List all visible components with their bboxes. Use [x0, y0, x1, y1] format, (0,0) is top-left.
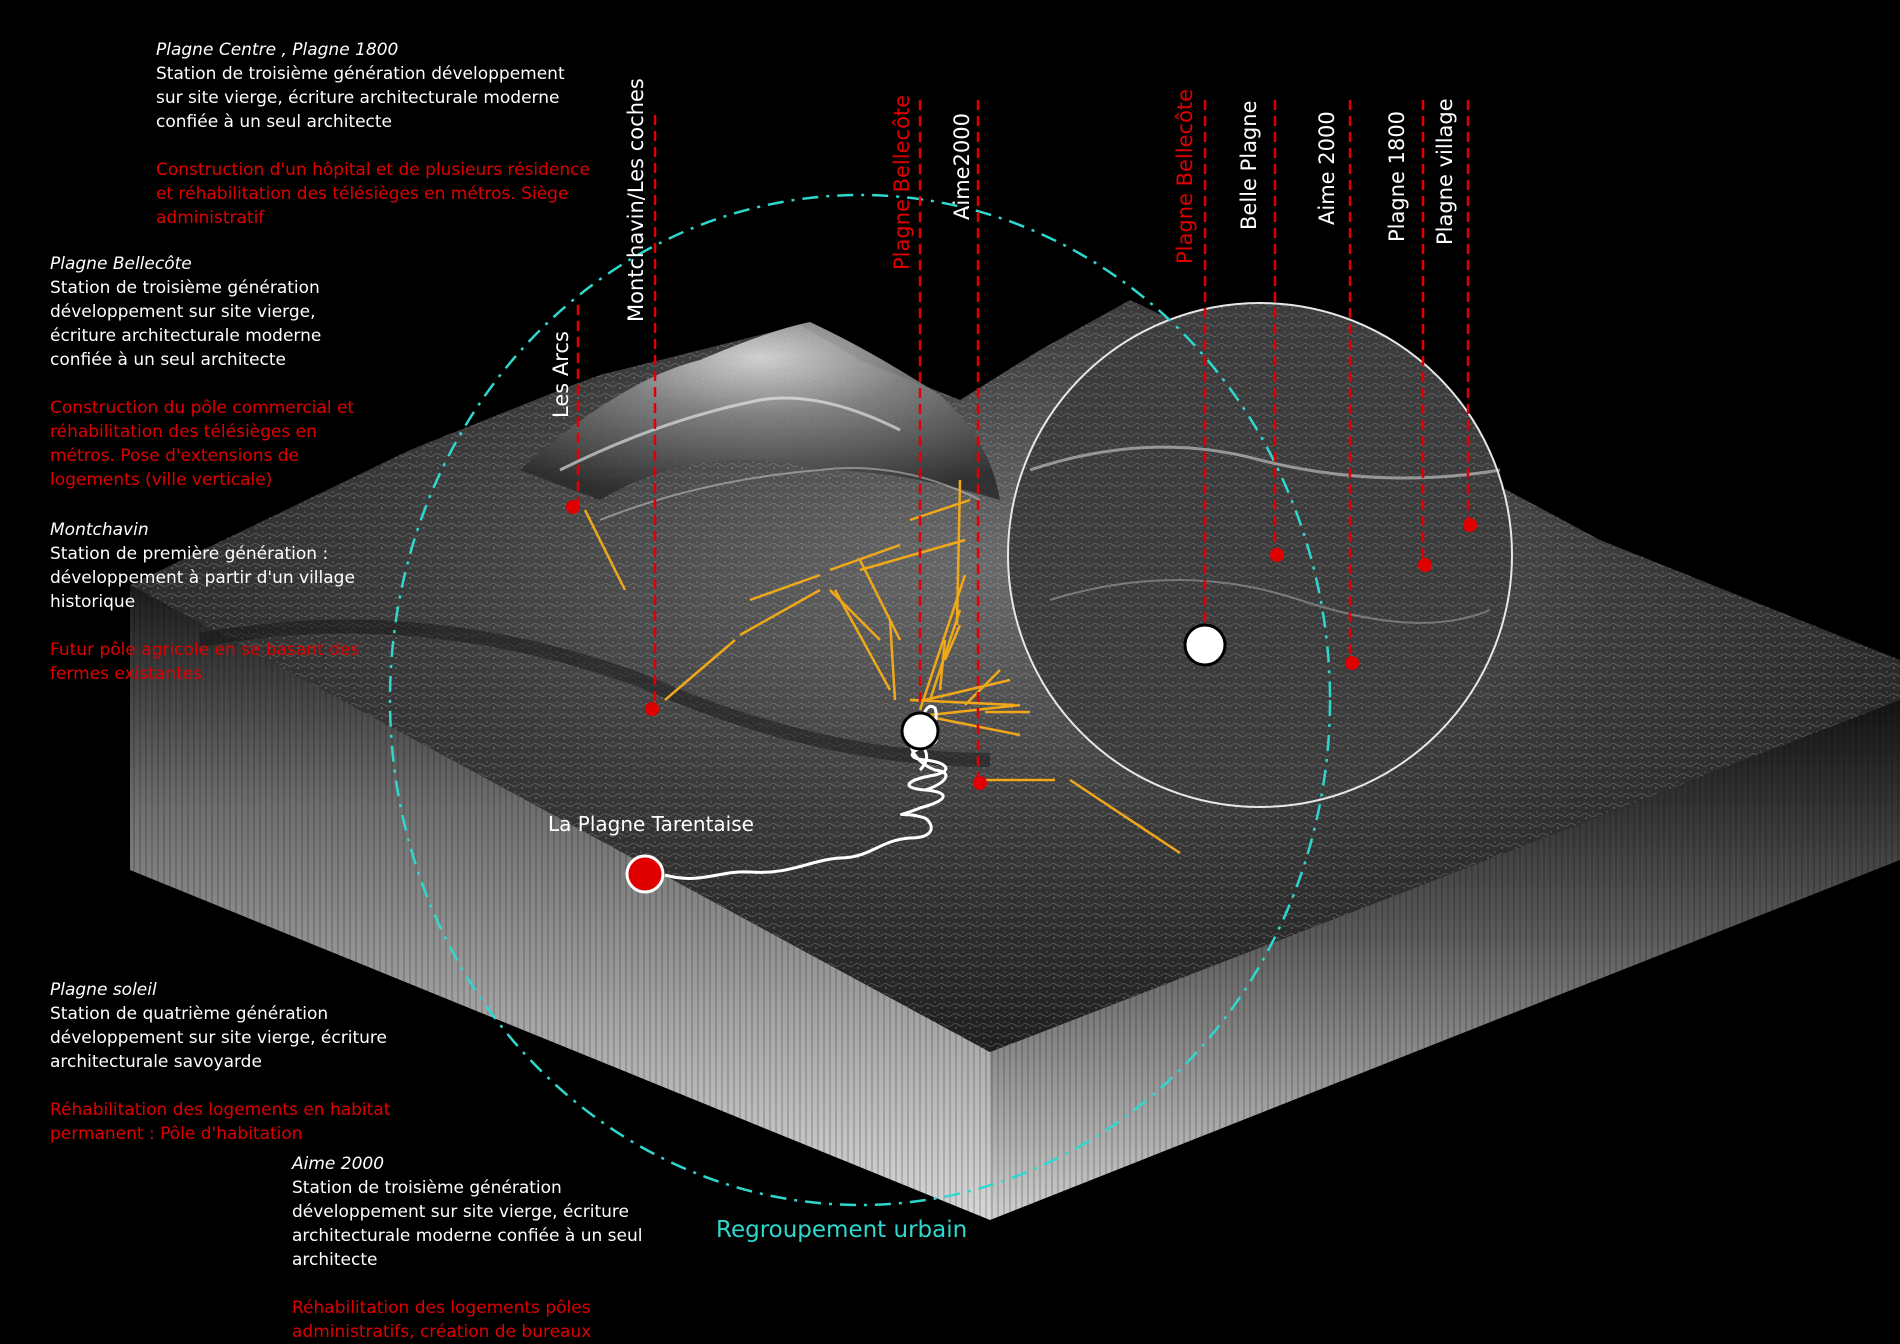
- origin-label: La Plagne Tarentaise: [548, 812, 754, 836]
- label-montchavin: Montchavin/Les coches: [624, 78, 648, 322]
- label-belle-plagne: Belle Plagne: [1237, 100, 1261, 230]
- note-description: Station de quatrième génération développ…: [50, 1004, 387, 1072]
- note-action: Construction d'un hôpital et de plusieur…: [156, 160, 590, 228]
- dot-plagne-village: [1463, 518, 1477, 532]
- block-side-right-texture: [990, 700, 1900, 1220]
- note-title: Montchavin: [50, 520, 149, 540]
- note-action: Réhabilitation des logements pôles admin…: [292, 1298, 592, 1342]
- label-les-arcs: Les Arcs: [549, 331, 573, 418]
- note-action: Futur pôle agricole en se basant des fer…: [50, 640, 360, 684]
- terrain-valley: [198, 619, 991, 767]
- label-plagne-bellecote-zoom: Plagne Bellecôte: [1173, 88, 1197, 264]
- note-title: Plagne Centre , Plagne 1800: [156, 40, 399, 60]
- label-plagne-1800: Plagne 1800: [1385, 110, 1409, 242]
- dot-aime2000: [973, 776, 987, 790]
- note-montchavin: Montchavin Station de première génératio…: [50, 518, 370, 686]
- mountain-ridge: [559, 396, 901, 472]
- note-plagne-bellecote: Plagne Bellecôte Station de troisième gé…: [50, 252, 380, 492]
- label-aime-2000-zoom: Aime 2000: [1315, 111, 1339, 225]
- mountain-ridge-2: [599, 467, 981, 521]
- block-side-left-texture: [130, 585, 990, 1220]
- note-action: Construction du pôle commercial et réhab…: [50, 398, 355, 490]
- note-description: Station de troisième génération développ…: [156, 64, 565, 132]
- yellow-links: [583, 479, 1181, 855]
- leader-lines: [576, 100, 1470, 780]
- note-description: Station de troisième génération développ…: [50, 278, 322, 370]
- note-aime-2000: Aime 2000 Station de troisième génératio…: [292, 1152, 692, 1344]
- dot-belle-plagne: [1270, 548, 1284, 562]
- dot-aime-2000-zoom: [1345, 656, 1359, 670]
- label-aime2000: Aime2000: [950, 112, 974, 220]
- label-plagne-bellecote: Plagne Bellecôte: [890, 94, 914, 270]
- hub-marker: [900, 711, 940, 751]
- zoom-lens-ridge: [1029, 445, 1501, 480]
- dot-plagne-1800: [1418, 558, 1432, 572]
- note-description: Station de troisième génération développ…: [292, 1178, 643, 1270]
- zoom-lens-texture: [1008, 303, 1512, 807]
- note-plagne-soleil: Plagne soleil Station de quatrième génér…: [50, 978, 440, 1146]
- note-title: Plagne Bellecôte: [50, 254, 192, 274]
- origin-marker: [625, 854, 665, 894]
- dot-montchavin: [645, 702, 659, 716]
- label-plagne-village: Plagne village: [1433, 98, 1457, 245]
- circle-label: Regroupement urbain: [716, 1217, 968, 1243]
- dot-les-arcs: [566, 500, 580, 514]
- note-title: Aime 2000: [292, 1154, 385, 1174]
- urban-grouping-circle: [388, 193, 1332, 1207]
- zoom-lens-ridge-2: [1049, 579, 1491, 624]
- station-dots: [566, 500, 1477, 790]
- hub-marker-zoom: [1183, 623, 1227, 667]
- note-action: Réhabilitation des logements en habitat …: [50, 1100, 391, 1144]
- note-title: Plagne soleil: [50, 980, 157, 1000]
- mountain-peak: [520, 322, 1000, 500]
- note-description: Station de première génération : dévelop…: [50, 544, 355, 612]
- note-plagne-centre: Plagne Centre , Plagne 1800 Station de t…: [156, 38, 596, 230]
